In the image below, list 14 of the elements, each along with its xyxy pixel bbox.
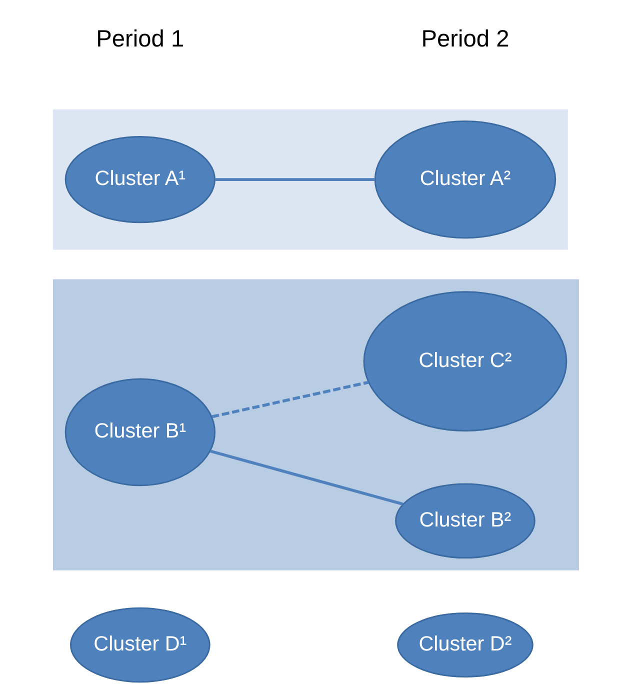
label: Period 2: [420, 26, 509, 52]
cluster: [52, 279, 578, 570]
node-ellipse: Cluster D²: [396, 612, 533, 678]
node-ellipse: Cluster D¹: [69, 607, 210, 683]
node-ellipse: Cluster B¹: [64, 378, 216, 486]
connector: [211, 380, 368, 418]
node-ellipse: Cluster A²: [374, 120, 556, 239]
node-ellipse: Cluster A¹: [64, 136, 216, 224]
node-ellipse: Cluster C²: [362, 291, 567, 432]
connector: [209, 450, 403, 506]
node-ellipse: Cluster B²: [394, 483, 535, 559]
cluster: [52, 109, 568, 250]
connector: [214, 178, 375, 182]
label: Period 1: [96, 26, 184, 52]
